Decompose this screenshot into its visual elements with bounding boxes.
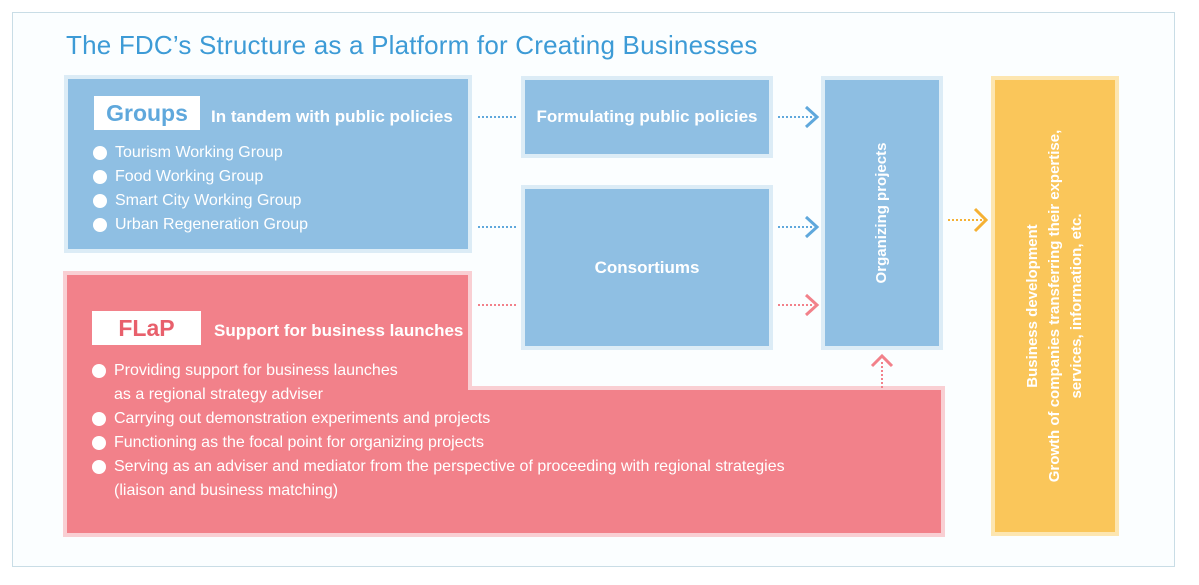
flap-list: Providing support for business launches … — [92, 359, 785, 503]
flap-heading: Support for business launches — [214, 321, 464, 340]
list-item: Serving as an adviser and mediator from … — [92, 455, 785, 479]
list-item: Providing support for business launches — [92, 359, 785, 383]
list-item: Carrying out demonstration experiments a… — [92, 407, 785, 431]
diagram-title: The FDC’s Structure as a Platform for Cr… — [66, 30, 758, 60]
organizing-box — [821, 76, 943, 350]
formulating-box: Formulating public policies — [521, 76, 773, 158]
arrowhead-icon — [973, 207, 989, 233]
groups-heading: In tandem with public policies — [211, 107, 453, 126]
list-item: (liaison and business matching) — [114, 482, 339, 499]
list-item: Urban Regeneration Group — [93, 213, 308, 237]
arrowhead-icon — [804, 293, 820, 317]
list-item: as a regional strategy adviser — [114, 386, 323, 403]
list-item: Functioning as the focal point for organ… — [92, 431, 785, 455]
arrowhead-icon — [870, 353, 894, 368]
consortiums-label: Consortiums — [594, 257, 700, 277]
groups-box: Groups In tandem with public policies To… — [64, 75, 472, 253]
business-box — [991, 76, 1119, 536]
list-item: Food Working Group — [93, 165, 308, 189]
groups-list: Tourism Working Group Food Working Group… — [93, 141, 308, 237]
list-item: Smart City Working Group — [93, 189, 308, 213]
flap-box-bottom — [67, 390, 941, 533]
formulating-label: Formulating public policies — [536, 107, 758, 126]
arrowhead-icon — [804, 105, 820, 129]
arrowhead-icon — [804, 215, 820, 239]
consortiums-box: Consortiums — [521, 185, 773, 350]
groups-badge: Groups — [94, 96, 200, 130]
list-item: Tourism Working Group — [93, 141, 308, 165]
flap-badge: FLaP — [92, 311, 201, 345]
